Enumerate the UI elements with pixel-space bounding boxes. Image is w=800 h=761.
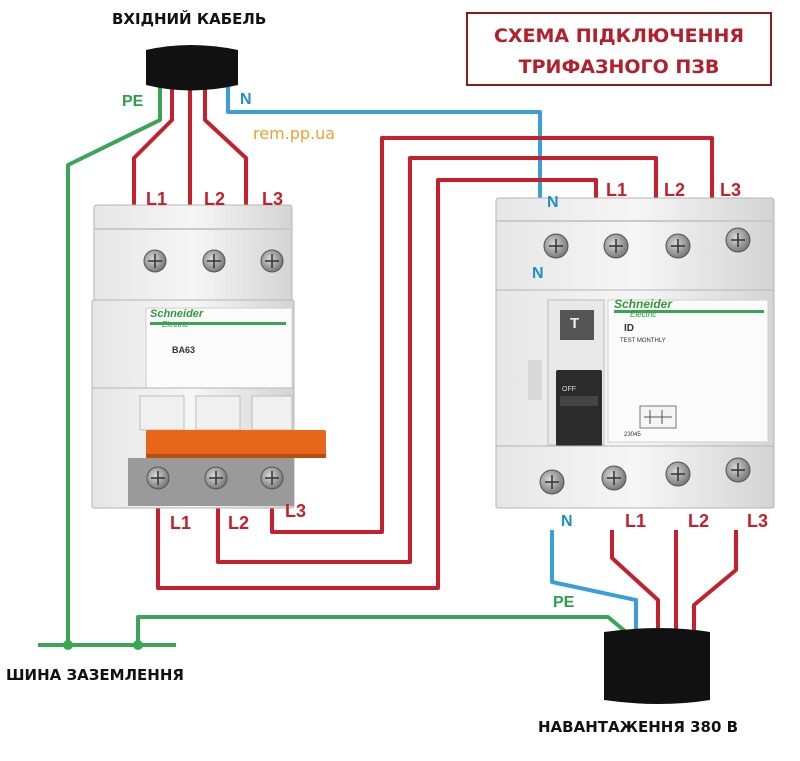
pe-load-label: PE [553,594,575,611]
l2-rcd-top-label: L2 [664,180,686,200]
rcd-test-text: TEST MONTHLY [620,338,666,344]
rcd-test-label: T [570,315,580,332]
input-cable-label: ВХІДНИЙ КАБЕЛЬ [112,10,267,28]
breaker-handle-bar [146,430,326,458]
breaker-brand: Schneider [150,308,204,320]
l3-rcd-bottom-label: L3 [747,511,769,531]
ground-bus-label: ШИНА ЗАЗЕМЛЕННЯ [6,666,184,684]
l3-input-wire [203,85,248,212]
pe-wires [38,85,628,647]
n-rcd-face-label: N [532,265,544,282]
input-cable [146,45,238,91]
l1-rcd-top-label: L1 [606,180,628,200]
phase-wires [132,85,738,632]
rcd-off-label: OFF [562,386,576,393]
breaker-model: BA63 [172,345,196,355]
l2-breaker-bottom-label: L2 [228,513,250,533]
l2-rcd-bottom-label: L2 [688,511,710,531]
l1-rcd-bottom-label: L1 [625,511,647,531]
n-wires [226,85,638,632]
l2-breaker-rcd-wire [216,156,658,564]
l1-breaker-rcd-wire [156,178,598,590]
l3-load-wire [692,530,738,632]
n-input-wire [226,85,542,210]
rcd-brand-sub: Electric [630,310,657,319]
load-cable [604,628,710,704]
rcd-bottom-screws [539,457,751,495]
l1-load-wire [610,530,660,632]
l3-rcd-top-label: L3 [720,180,742,200]
l3-breaker-bottom-label: L3 [285,501,307,521]
rcd-test-button [560,310,594,340]
l1-breaker-top-label: L1 [146,189,168,209]
breaker-brand-sub: Electric [162,320,189,329]
l2-breaker-top-label: L2 [204,189,226,209]
breaker-top-screws [143,249,284,273]
breaker-bottom-screws [146,466,284,490]
title-box: СХЕМА ПІДКЛЮЧЕННЯ ТРИФАЗНОГО ПЗВ [466,12,772,86]
rcd-device [495,197,775,509]
rcd-lever [556,370,602,446]
n-rcd-bottom-label: N [561,513,573,530]
ground-node-2 [133,640,143,650]
l1-input-wire [132,85,174,212]
rcd-model: ID [624,323,634,334]
n-rcd-top-label: N [547,194,559,211]
pe-input-label: PE [122,93,144,110]
rcd-brand: Schneider [614,297,673,311]
l3-breaker-rcd-wire [270,136,714,534]
n-output-wire [550,530,638,632]
l3-breaker-top-label: L3 [262,189,284,209]
title-line-2: ТРИФАЗНОГО ПЗВ [518,56,720,78]
title-line-1: СХЕМА ПІДКЛЮЧЕННЯ [493,25,745,47]
load-label: НАВАНТАЖЕННЯ 380 В [538,718,739,736]
watermark-text: rem.pp.ua [253,124,336,143]
pe-load-wire [136,615,628,645]
n-input-label: N [240,91,252,108]
rcd-code: 23045 [624,432,641,438]
pe-input-wire [66,85,162,645]
circuit-breaker [91,204,326,509]
ground-node-1 [63,640,73,650]
rcd-top-screws [543,227,751,259]
l1-breaker-bottom-label: L1 [170,513,192,533]
